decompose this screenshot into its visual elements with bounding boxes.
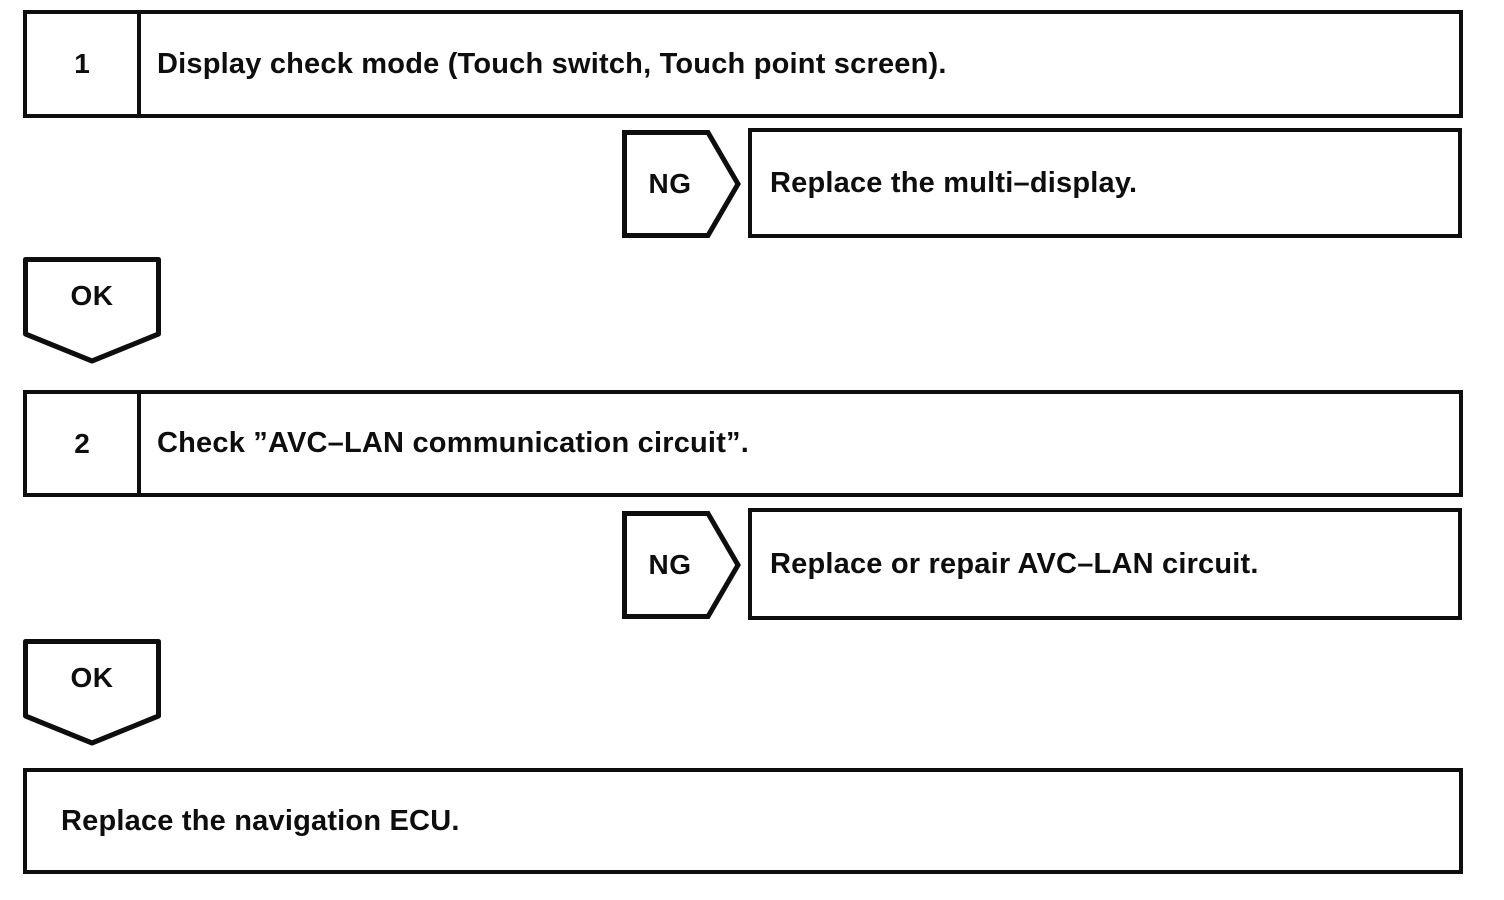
step-1-ng-action-box: Replace the multi–display. <box>748 128 1462 238</box>
step-2-box: 2 Check ”AVC–LAN communication circuit”. <box>23 390 1463 497</box>
step-1-ok-label: OK <box>70 280 114 311</box>
step-1-box: 1 Display check mode (Touch switch, Touc… <box>23 10 1463 118</box>
step-2-ng-action: Replace or repair AVC–LAN circuit. <box>770 547 1259 580</box>
final-action-box: Replace the navigation ECU. <box>23 768 1463 874</box>
step-2-ng-label: NG <box>648 549 692 580</box>
ng-right-arrow-pentagon-icon <box>622 511 741 619</box>
step-2-ok-label: OK <box>70 662 114 693</box>
ok-down-arrow-pentagon-icon <box>23 639 161 746</box>
step-2-number: 2 <box>27 394 141 493</box>
step-1-ok-connector: OK <box>23 257 161 364</box>
ng-right-arrow-pentagon-icon <box>622 130 741 238</box>
step-2-ng-connector: NG <box>622 511 741 619</box>
final-action-text: Replace the navigation ECU. <box>61 804 460 837</box>
step-1-ng-label: NG <box>648 168 692 199</box>
step-2-instruction: Check ”AVC–LAN communication circuit”. <box>157 427 750 459</box>
step-2-ng-action-box: Replace or repair AVC–LAN circuit. <box>748 508 1462 620</box>
step-1-number: 1 <box>27 14 141 114</box>
step-1-instruction: Display check mode (Touch switch, Touch … <box>157 47 947 80</box>
step-1-ng-connector: NG <box>622 130 741 238</box>
step-2-ok-connector: OK <box>23 639 161 746</box>
ok-down-arrow-pentagon-icon <box>23 257 161 364</box>
step-1-ng-action: Replace the multi–display. <box>770 166 1138 199</box>
